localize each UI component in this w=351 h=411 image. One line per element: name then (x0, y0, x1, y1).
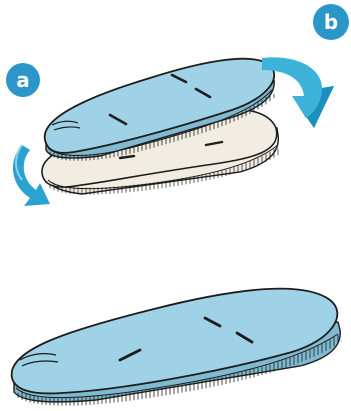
disassembled-board-group: a b (6, 4, 349, 206)
assembled-ironing-board (12, 289, 338, 394)
assembled-board-group (12, 289, 341, 402)
step-a-badge: a (6, 63, 40, 97)
step-b-badge: b (313, 4, 349, 40)
step-b-label: b (324, 10, 338, 34)
step-a-label: a (16, 68, 30, 92)
